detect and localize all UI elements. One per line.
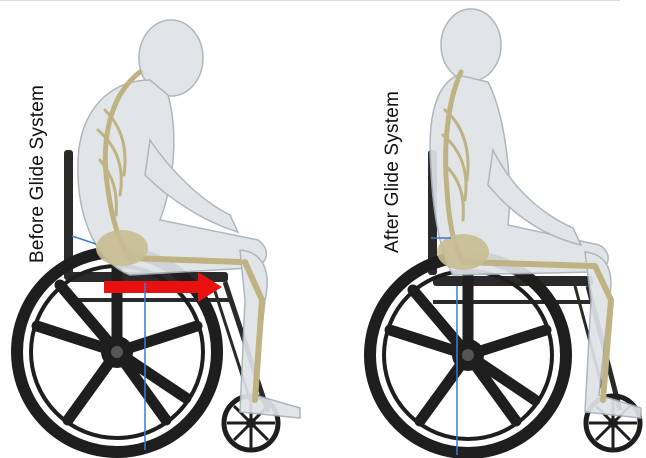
pelvis [437, 234, 489, 270]
after-label: After Glide System [382, 91, 404, 253]
after-illustration [323, 0, 646, 458]
pelvis [96, 230, 148, 266]
big-wheel-icon [370, 257, 566, 453]
before-panel: Before Glide System [0, 0, 323, 458]
before-label: Before Glide System [27, 85, 49, 263]
after-panel: After Glide System [323, 0, 646, 458]
